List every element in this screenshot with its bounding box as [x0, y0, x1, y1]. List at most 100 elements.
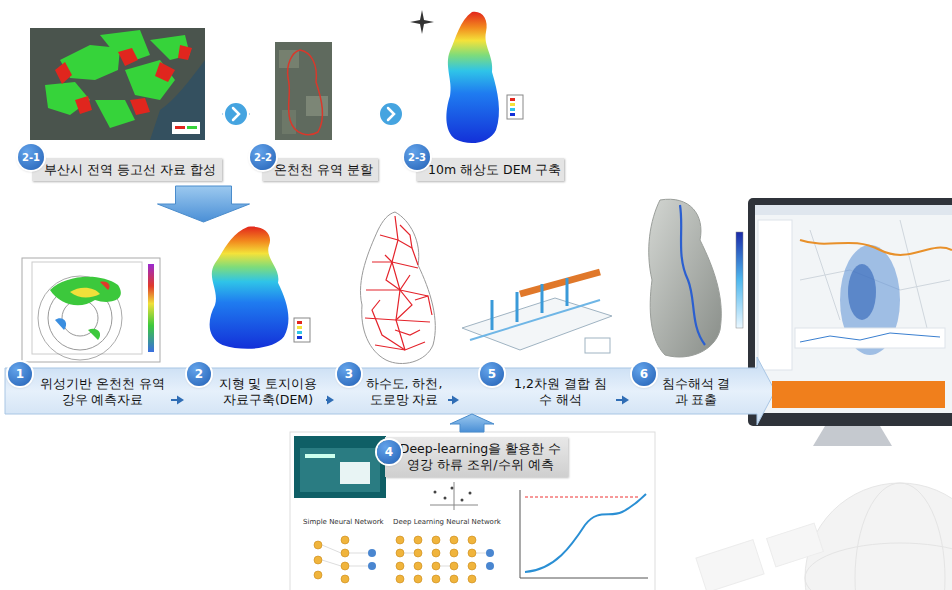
illustration-part: [125, 60, 175, 100]
illustration-part: [341, 575, 349, 583]
illustration-part: [486, 562, 494, 570]
illustration-part: [50, 277, 121, 305]
process-step: 2지형 및 토지이용 자료구축(DEM): [185, 222, 325, 414]
illustration-part: [510, 103, 515, 106]
globe-background: [696, 483, 952, 590]
process-step: 2-1부산시 전역 등고선 자료 합성: [18, 26, 222, 186]
illustration-part: [491, 300, 494, 330]
illustration-part: [322, 545, 486, 566]
step-caption: 하수도, 하천, 도로망 자료: [361, 371, 447, 413]
illustration-part: [322, 560, 341, 566]
illustration-part: [175, 126, 185, 129]
process-step: 2-2온천천 유역 분할: [250, 26, 378, 186]
arrowhead: [327, 396, 334, 405]
contour-map: [30, 28, 205, 140]
connectors: [158, 102, 630, 432]
illustration-part: [800, 333, 940, 342]
step-caption: 10m 해상도 DEM 구축: [416, 158, 564, 181]
illustration-part: [507, 95, 523, 119]
chevron: [388, 108, 394, 120]
illustration-part: [736, 232, 743, 328]
flow-connector: [158, 186, 250, 222]
illustration-part: [55, 62, 72, 84]
illustration-part: [468, 536, 476, 544]
illustration-part: [450, 536, 458, 544]
illustration-part: [440, 566, 450, 567]
illustration-part: [767, 523, 824, 567]
process-step: 2-310m 해상도 DEM 구축: [404, 26, 564, 186]
illustration-part: [290, 432, 655, 590]
callout-number: 2-2: [250, 144, 276, 170]
flow-connector: [448, 396, 459, 405]
illustration-part: [75, 96, 92, 114]
illustration-part: [375, 342, 425, 350]
illustration-part: [432, 536, 440, 544]
output-bar: [772, 381, 945, 408]
illustration-part: [414, 562, 422, 570]
block-arrow: [158, 186, 250, 222]
illustration-part: [525, 494, 646, 572]
illustration-part: [70, 288, 100, 298]
illustration-part: [368, 549, 494, 570]
illustration-part: [696, 540, 764, 590]
illustration-part: [314, 571, 322, 579]
deep-learning-screenshot: [290, 432, 655, 590]
illustration-part: [520, 272, 600, 294]
illustration-part: [805, 543, 952, 590]
step-caption: 온천천 유역 분할: [262, 158, 378, 181]
dem-map: [210, 227, 310, 349]
illustration-part: [297, 321, 302, 324]
illustration-part: [368, 549, 376, 557]
illustration-part: [470, 300, 600, 340]
illustration-part: [414, 536, 422, 544]
illustration-part: [392, 216, 405, 350]
illustration-part: [297, 326, 302, 329]
illustration-part: [758, 220, 792, 370]
illustration-part: [55, 45, 192, 115]
illustration-part: [380, 235, 412, 248]
illustration-part: [372, 300, 405, 350]
flow-connector: [171, 396, 184, 405]
illustration-part: [322, 545, 341, 553]
step-caption: 침수해석 결과 표출: [657, 371, 735, 413]
illustration-part: [432, 575, 440, 583]
illustration-part: [365, 216, 432, 350]
illustration-part: [294, 318, 310, 342]
flow-connector: [616, 396, 629, 405]
illustration-part: [148, 264, 154, 352]
illustration-part: [150, 60, 205, 140]
illustration-part: [454, 482, 455, 510]
flow-connector: [450, 414, 494, 432]
illustration-part: [306, 96, 328, 116]
illustration-part: [520, 578, 648, 579]
illustration-part: [400, 225, 418, 265]
figure-label: Simple Neural Network: [302, 518, 385, 527]
callout-number: 2: [187, 362, 211, 386]
illustration-part: [520, 490, 521, 578]
illustration-part: [340, 462, 370, 484]
process-step: 51,2차원 결합 침수 해석: [460, 280, 615, 414]
callout-number: 5: [480, 362, 504, 386]
illustration-part: [341, 549, 349, 557]
illustration-part: [450, 562, 458, 570]
sewer-network: [360, 212, 435, 364]
process-step: 6침수해석 결과 표출: [630, 195, 735, 414]
illustration-part: [755, 205, 952, 413]
chevron-button: [224, 102, 248, 126]
illustration-part: [288, 50, 323, 135]
illustration-part: [349, 553, 368, 554]
illustration-part: [414, 575, 422, 583]
illustration-part: [461, 499, 464, 502]
chevron: [233, 108, 239, 120]
illustration-part: [585, 338, 610, 353]
callout-number: 6: [632, 362, 656, 386]
process-step: 3하수도, 하천, 도로망 자료: [335, 210, 447, 414]
illustration-part: [434, 491, 437, 494]
illustration-part: [300, 448, 380, 492]
illustration-part: [178, 45, 192, 60]
illustration-part: [172, 122, 200, 134]
radar-chart: [22, 258, 160, 362]
illustration-part: [210, 227, 289, 349]
illustration-part: [341, 536, 349, 544]
